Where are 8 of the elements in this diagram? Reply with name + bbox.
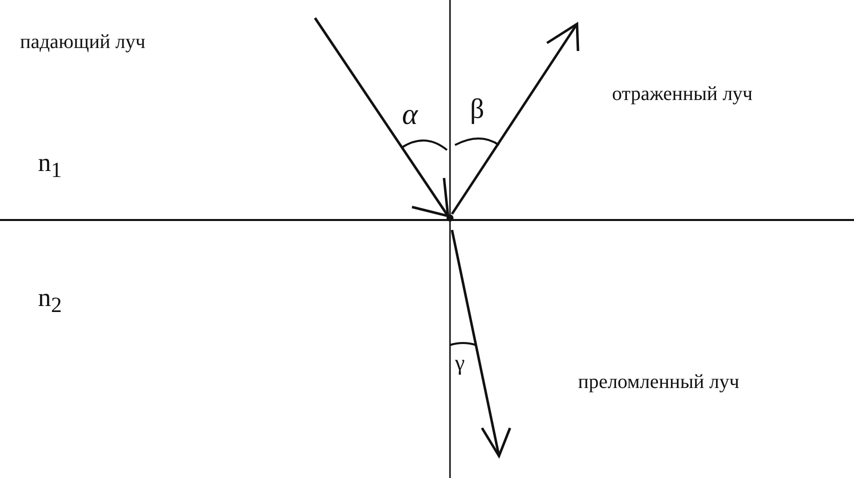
angle-symbol: α xyxy=(402,100,418,130)
ray-label: падающий луч xyxy=(20,32,146,52)
angle-symbol: γ xyxy=(455,352,465,374)
ray-label: преломленный луч xyxy=(578,372,740,392)
ray-label: отраженный луч xyxy=(612,84,753,104)
refractive-index: n$_{2}$ xyxy=(38,285,62,317)
angle-symbol: β xyxy=(470,96,484,124)
refractive-index: n$_{1}$ xyxy=(38,150,62,182)
